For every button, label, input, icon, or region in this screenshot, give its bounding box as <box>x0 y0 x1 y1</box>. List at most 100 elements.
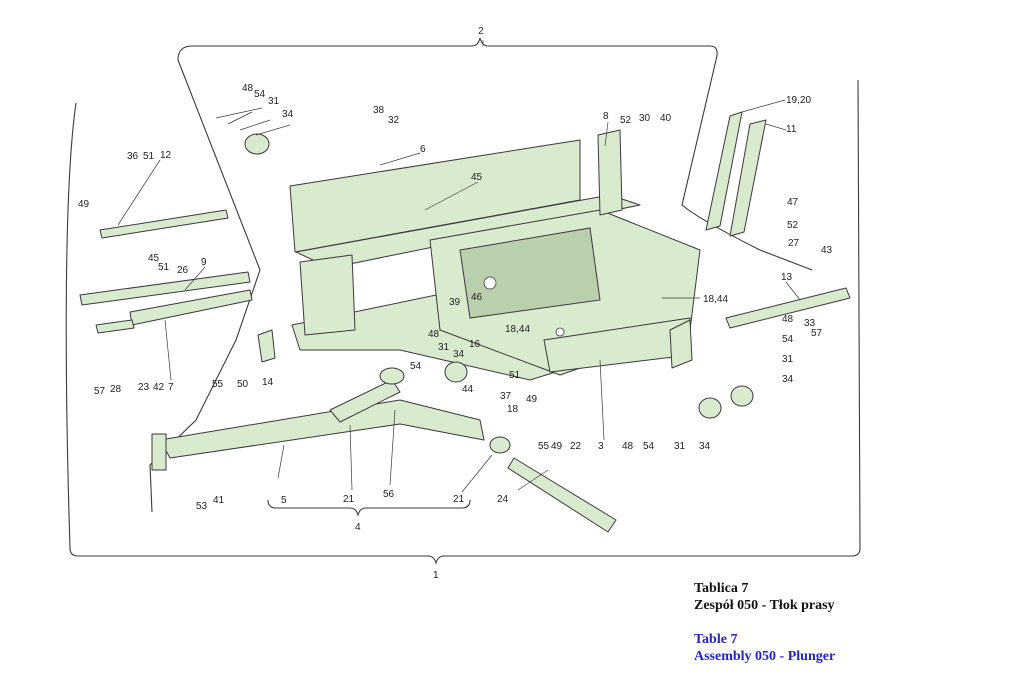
label-54-mid: 54 <box>410 361 422 372</box>
label-51-left: 51 <box>158 262 170 273</box>
label-4: 4 <box>355 522 361 533</box>
label-28: 28 <box>110 384 122 395</box>
label-1: 1 <box>433 570 439 581</box>
label-32: 32 <box>388 115 400 126</box>
caption-pl-table: Tablica 7 <box>694 581 749 596</box>
caption-en-table: Table 7 <box>694 632 738 647</box>
label-12: 12 <box>160 150 172 161</box>
label-49-mid: 49 <box>526 394 538 405</box>
label-52-right: 52 <box>787 220 799 231</box>
part-13-bar <box>725 287 851 329</box>
part-5-lever <box>159 399 485 459</box>
caption-pl-assembly: Zespół 050 - Tłok prasy <box>694 598 835 613</box>
label-31-mid: 31 <box>438 342 450 353</box>
label-57-left: 57 <box>94 386 106 397</box>
label-45-left: 45 <box>148 253 160 264</box>
label-51-topleft: 51 <box>143 151 155 162</box>
label-54-top: 54 <box>254 89 266 100</box>
label-24: 24 <box>497 494 509 505</box>
part-24-rod <box>507 457 617 533</box>
label-18-44-right: 18,44 <box>703 294 728 305</box>
label-13: 13 <box>781 272 793 283</box>
part-21-bushing-lower <box>489 436 511 454</box>
group-bracket-2-left <box>149 59 261 513</box>
label-51-mid: 51 <box>509 370 521 381</box>
label-54-bottom: 54 <box>643 441 655 452</box>
label-48-right: 48 <box>782 314 794 325</box>
label-52-top: 52 <box>620 115 632 126</box>
roller-34-bottom <box>698 397 722 419</box>
label-36: 36 <box>127 151 139 162</box>
label-41: 41 <box>213 495 225 506</box>
label-39: 39 <box>449 297 461 308</box>
label-34-bottom: 34 <box>699 441 711 452</box>
group-bracket-2 <box>177 37 813 271</box>
frame-rear-column <box>597 129 623 216</box>
label-47: 47 <box>787 197 799 208</box>
label-48-top: 48 <box>242 83 254 94</box>
label-21-right: 21 <box>453 494 465 505</box>
frame-hole-18-44 <box>555 327 565 337</box>
roller-34-mid <box>444 361 468 383</box>
frame-left-leg <box>299 254 356 336</box>
label-26: 26 <box>177 265 189 276</box>
caption-en-assembly: Assembly 050 - Plunger <box>694 649 836 664</box>
part-5-end-plate <box>151 433 167 471</box>
label-33: 33 <box>804 318 816 329</box>
roller-34-right <box>730 385 754 407</box>
part-5-cross-arm <box>329 379 401 423</box>
label-18: 18 <box>507 404 519 415</box>
label-57-right: 57 <box>811 328 823 339</box>
label-56: 56 <box>383 489 395 500</box>
label-6: 6 <box>420 144 426 155</box>
label-46: 46 <box>471 292 483 303</box>
label-18-44-center: 18,44 <box>505 324 530 335</box>
label-31-right: 31 <box>782 354 794 365</box>
part-9-rail <box>79 271 251 306</box>
label-31-top: 31 <box>268 96 280 107</box>
label-14: 14 <box>262 377 274 388</box>
group-bracket-4 <box>267 499 471 517</box>
part-21-bushing-upper <box>379 367 405 385</box>
leader-lines <box>117 40 801 493</box>
label-3: 3 <box>598 441 604 452</box>
label-8: 8 <box>603 111 609 122</box>
label-45-top: 45 <box>471 172 483 183</box>
label-43: 43 <box>821 245 833 256</box>
label-27: 27 <box>788 238 800 249</box>
label-50: 50 <box>237 379 249 390</box>
label-44: 44 <box>462 384 474 395</box>
label-53: 53 <box>196 501 208 512</box>
label-19-20: 19,20 <box>786 95 811 106</box>
label-34-top: 34 <box>282 109 294 120</box>
label-34-right: 34 <box>782 374 794 385</box>
part-19-20-bar <box>705 111 743 231</box>
label-54-right: 54 <box>782 334 794 345</box>
frame-inner-wall <box>459 227 601 319</box>
part-23-plate <box>95 319 135 334</box>
label-48-mid: 48 <box>428 329 440 340</box>
group-bracket-1 <box>65 79 861 565</box>
label-21-left: 21 <box>343 494 355 505</box>
label-2: 2 <box>478 26 484 37</box>
frame-end-flange <box>669 319 693 369</box>
label-55-bottom: 55 <box>538 441 550 452</box>
label-37: 37 <box>500 391 512 402</box>
caption-polish: Tablica 7 Zespół 050 - Tłok prasy <box>694 580 835 614</box>
part-labels: 1 2 3 4 5 6 7 8 9 11 12 13 14 16 18 18,4… <box>78 26 833 581</box>
part-14-block <box>257 329 276 363</box>
label-23: 23 <box>138 382 150 393</box>
label-22: 22 <box>570 441 582 452</box>
roller-34-top <box>244 133 270 155</box>
label-49-bottom: 49 <box>551 441 563 452</box>
caption-english: Table 7 Assembly 050 - Plunger <box>694 631 835 665</box>
label-31-bottom: 31 <box>674 441 686 452</box>
label-42: 42 <box>153 382 165 393</box>
label-55-left: 55 <box>212 379 224 390</box>
label-16: 16 <box>469 339 481 350</box>
label-49-left: 49 <box>78 199 90 210</box>
label-9: 9 <box>201 257 207 268</box>
label-5: 5 <box>281 495 287 506</box>
label-34-mid: 34 <box>453 349 465 360</box>
